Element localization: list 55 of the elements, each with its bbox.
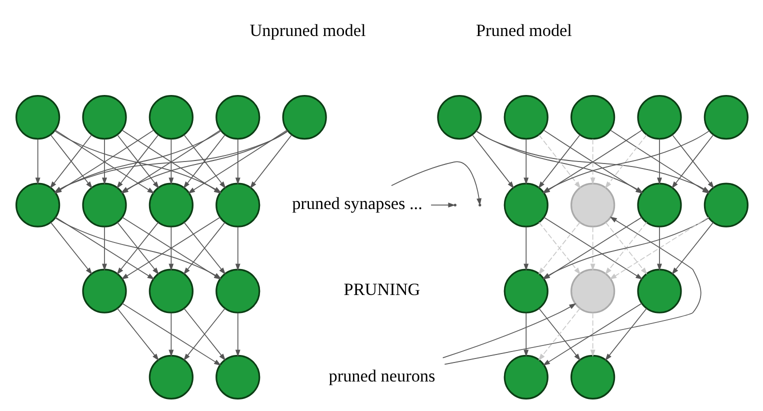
arrow <box>656 138 662 185</box>
arrow <box>471 134 514 189</box>
arrow <box>542 302 642 366</box>
node-circle <box>82 182 126 228</box>
arrow <box>604 222 647 275</box>
arrow <box>656 226 662 271</box>
node-circle <box>436 94 482 140</box>
node-circle <box>503 94 548 140</box>
arrow <box>604 308 647 361</box>
node-circle <box>15 94 60 140</box>
arrow <box>590 226 595 271</box>
arrow <box>116 222 158 275</box>
arrow <box>590 138 595 185</box>
arrow <box>234 226 240 271</box>
node-circle <box>703 94 748 140</box>
node-circle <box>82 94 126 140</box>
label: Pruned model <box>476 20 572 40</box>
node-circle <box>282 94 326 140</box>
arrow <box>444 216 701 365</box>
node-circle <box>570 94 615 140</box>
arrow <box>102 226 106 271</box>
arrow <box>671 222 714 275</box>
arrow <box>523 226 528 271</box>
arrow <box>234 312 240 357</box>
arrow <box>523 138 528 185</box>
arrow <box>430 202 455 208</box>
label: PRUNING <box>343 280 420 300</box>
arrow <box>168 226 174 271</box>
arrow <box>590 312 595 357</box>
node-circle <box>636 94 682 140</box>
arrow <box>249 134 292 189</box>
node-circle <box>636 182 682 228</box>
arrow <box>604 134 647 189</box>
arrow <box>50 222 92 275</box>
arrow <box>168 138 174 185</box>
label: Unpruned model <box>249 20 366 40</box>
arrow <box>116 308 158 361</box>
arrow <box>102 138 106 185</box>
arrow <box>168 312 174 357</box>
node-circle <box>148 94 193 140</box>
arrow <box>121 302 221 366</box>
arrow <box>234 138 240 185</box>
node-circle <box>215 182 260 228</box>
arrow <box>390 161 481 206</box>
arrow <box>34 138 40 185</box>
arrow <box>523 312 528 357</box>
arrow <box>442 303 576 358</box>
arrow <box>54 216 154 280</box>
node-text: pruned synapses ... <box>292 194 422 214</box>
arrow <box>609 216 708 280</box>
node-text: pruned neurons <box>328 366 435 386</box>
node-circle <box>215 94 260 140</box>
node-circle <box>570 182 615 228</box>
node-circle <box>503 182 548 228</box>
node-circle <box>148 182 193 228</box>
